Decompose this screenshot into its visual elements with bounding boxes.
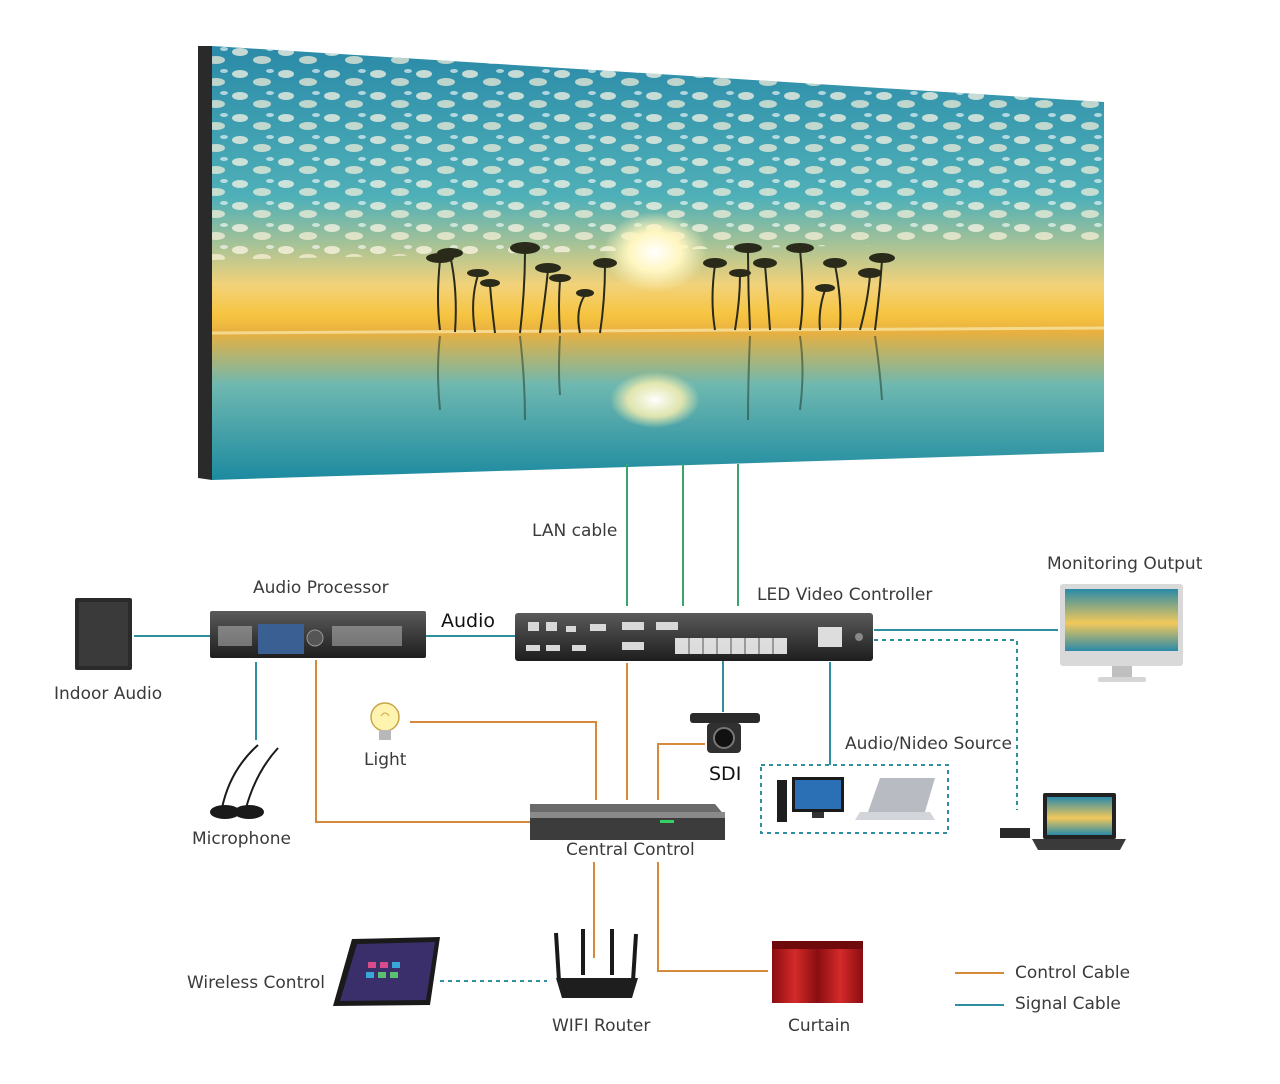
audio-processor-label: Audio Processor (253, 578, 389, 598)
audio-label: Audio (441, 610, 496, 632)
microphone-label: Microphone (192, 829, 291, 849)
laptop-icon (1000, 793, 1126, 850)
sdi-label: SDI (709, 763, 742, 785)
led-video-controller-label: LED Video Controller (757, 585, 933, 605)
signal-cables (134, 629, 1058, 765)
speaker-icon (75, 598, 132, 670)
audio-processor-icon (210, 611, 426, 658)
monitor-icon (1060, 584, 1183, 682)
lan-cable-label: LAN cable (532, 521, 618, 541)
microphone-icon (210, 744, 279, 819)
curtain-label: Curtain (788, 1016, 851, 1036)
wifi-router-label: WIFI Router (552, 1016, 651, 1036)
central-control-icon (530, 804, 725, 840)
legend (955, 972, 1004, 1006)
audio-video-source-label: Audio/Nideo Source (845, 734, 1012, 754)
control-cables (315, 660, 768, 972)
legend-control-cable-label: Control Cable (1015, 963, 1131, 983)
light-bulb-icon (370, 702, 400, 740)
monitoring-output-label: Monitoring Output (1047, 554, 1203, 574)
lan-cables (626, 464, 739, 606)
tablet-icon (333, 937, 440, 1006)
led-display-wall (198, 46, 1105, 480)
central-control-label: Central Control (566, 840, 695, 860)
signal-cables-dashed (440, 639, 1018, 982)
led-video-controller-icon (515, 613, 873, 661)
wireless-control-label: Wireless Control (187, 973, 325, 993)
indoor-audio-label: Indoor Audio (54, 684, 163, 704)
light-label: Light (364, 750, 407, 770)
legend-signal-cable-label: Signal Cable (1015, 994, 1121, 1014)
wifi-router-icon (554, 929, 638, 998)
ptz-camera-icon (690, 713, 760, 753)
curtain-icon (772, 941, 863, 1003)
audio-video-source-group (760, 764, 949, 834)
